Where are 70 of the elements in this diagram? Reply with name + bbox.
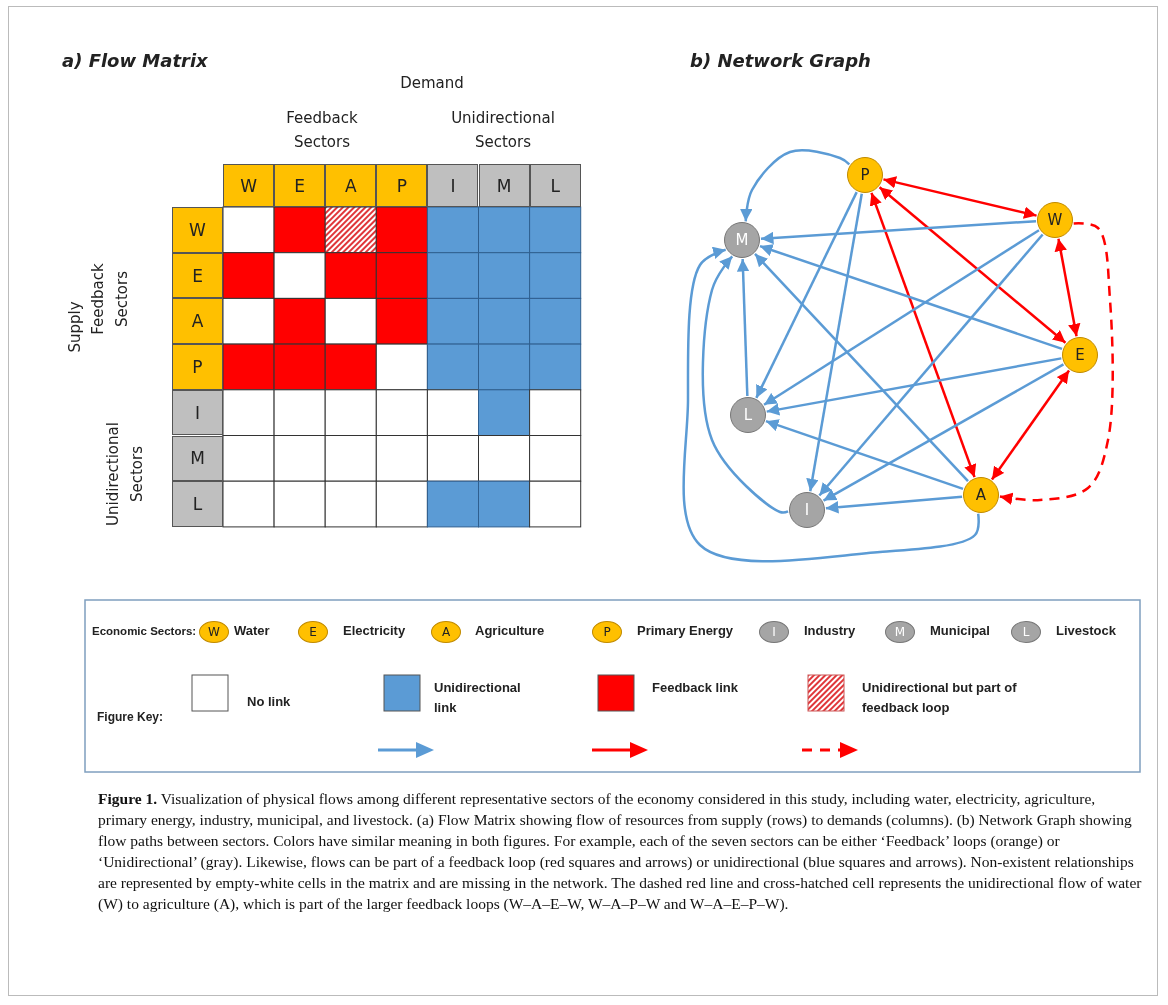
column-header: E	[274, 164, 326, 207]
figure-caption: Figure 1. Visualization of physical flows among different representative sectors of the economy considered in this study, including water, electricity, agriculture, primary energy, industry, municipal, and livestock. (a) Flow Matrix showing flow of resources from supply (rows) to demands (columns). (b) Network Graph showing flow paths between sectors. Colors have similar meaning in both figures. For example, each of the seven sectors can be either ‘Feedback’ loops (orange) or ‘Unidirectional’ (gray). Likewise, flows can be part of a feedback loop (red squares and arrows) or unidirectional (blue squares and arrows). Non-existent relationships are represented by empty-white cells in the matrix and are missing in the network. The dashed red line and cross-hatched cell represents the unidirectional flow of water (W) to agriculture (A), which is part of the larger feedback loops (W–A–E–W, W–A–P–W and W–A–E–P–W).	[98, 789, 1143, 914]
sector-circle: P	[847, 157, 883, 193]
arrow	[806, 193, 863, 492]
legend-sector-circle: E	[298, 621, 328, 643]
sector-name: Agriculture	[475, 623, 545, 638]
panel-title: a) Flow Matrix	[62, 50, 209, 71]
sector-name: Livestock	[1056, 623, 1116, 638]
column-header: A	[325, 164, 377, 207]
arrow	[766, 357, 1062, 416]
arrow	[755, 191, 858, 399]
sector-circle: A	[963, 477, 999, 513]
legend-sector-circle: L	[1011, 621, 1041, 643]
legend-label: Unidirectional link	[434, 679, 522, 717]
column-header: L	[529, 164, 581, 207]
column-header: P	[376, 164, 428, 207]
sector-circle: W	[1037, 202, 1073, 238]
sector-name: Primary Energy	[637, 623, 734, 638]
group-label: Feedback Sectors	[285, 108, 359, 153]
arrow	[883, 176, 1037, 219]
legend-sector-circle: A	[431, 621, 461, 643]
legend-sector-circle: M	[885, 621, 915, 643]
arrow	[740, 149, 851, 222]
panel-title: b) Network Graph	[690, 50, 872, 71]
arrow	[869, 192, 977, 478]
sector-name: Industry	[804, 623, 856, 638]
arrow	[818, 233, 1044, 497]
row-header: E	[172, 252, 223, 299]
sector-name: Water	[234, 623, 270, 638]
row-header: W	[172, 207, 223, 253]
arrow	[763, 229, 1040, 406]
group-label: Feedback Sectors	[88, 262, 132, 337]
arrow	[759, 244, 1063, 351]
legend-sector-circle: I	[759, 621, 789, 643]
sector-circle: E	[1062, 337, 1098, 373]
group-label: Unidirectional Sectors	[103, 421, 147, 528]
arrow	[878, 186, 1067, 344]
sector-name: Municipal	[930, 623, 990, 638]
group-label: Unidirectional Sectors	[450, 108, 556, 153]
row-header: L	[172, 481, 223, 527]
sector-name: Electricity	[343, 623, 406, 638]
arrow	[999, 222, 1114, 505]
arrow	[765, 419, 964, 490]
arrow	[754, 253, 969, 482]
legend-label: Unidirectional but part of feedback loop	[862, 679, 1018, 717]
arrow	[822, 363, 1065, 502]
sector-circle: L	[730, 397, 766, 433]
sector-circle: I	[789, 492, 825, 528]
arrow	[760, 219, 1037, 245]
legend-heading: Figure Key:	[97, 710, 164, 724]
column-header: W	[223, 164, 275, 207]
row-header: I	[172, 389, 223, 436]
legend-sector-circle: P	[592, 621, 622, 643]
legend-label: No link	[247, 693, 292, 711]
arrow	[825, 495, 963, 514]
arrow	[701, 255, 789, 514]
column-header: I	[427, 164, 479, 207]
arrow	[736, 258, 750, 397]
arrow	[682, 247, 980, 563]
legend-sector-circle: W	[199, 621, 229, 643]
axis-title: Demand	[399, 74, 465, 92]
axis-title: Supply	[66, 300, 84, 355]
column-header: M	[478, 164, 530, 207]
row-header: A	[172, 298, 223, 345]
sector-circle: M	[724, 222, 760, 258]
arrow	[990, 369, 1071, 481]
arrow	[1054, 238, 1081, 337]
legend-label: Feedback link	[652, 679, 739, 697]
row-header: P	[172, 344, 223, 390]
row-header: M	[172, 435, 223, 482]
